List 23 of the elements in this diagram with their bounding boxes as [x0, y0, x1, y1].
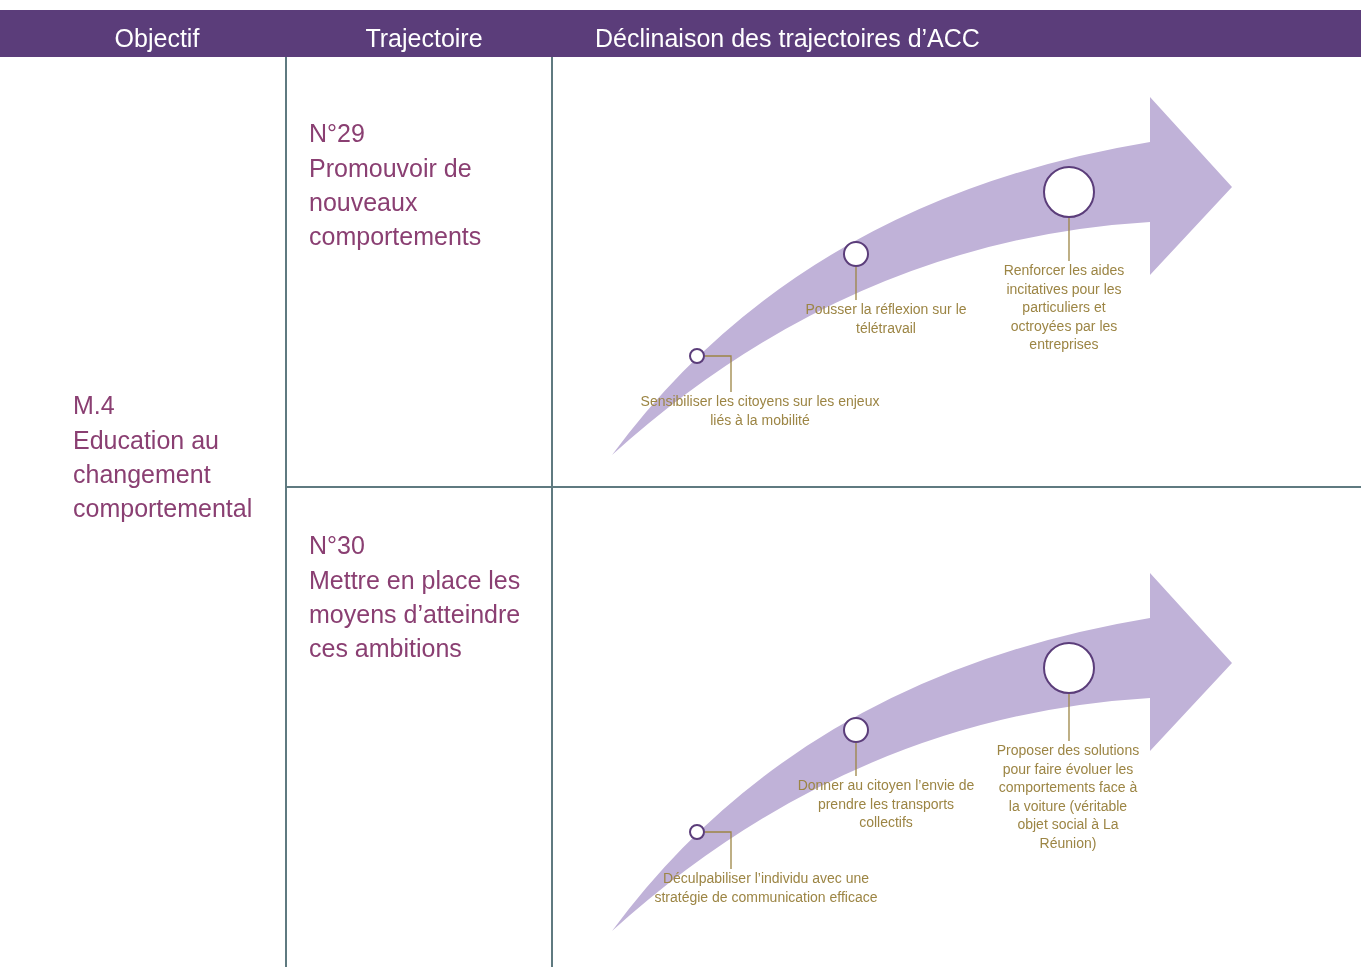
leader-line [704, 831, 732, 870]
column-header: Trajectoire [365, 23, 483, 53]
leader-line [704, 355, 732, 393]
milestone-text: Sensibiliser les citoyens sur les enjeux liés à la mobilité [640, 392, 880, 429]
milestone-text: Proposer des solutions pour faire évoluer les comportements face à la voiture (véritable objet social à La Réunion) [993, 741, 1143, 852]
leader-line [1068, 693, 1070, 742]
column-header: Objectif [114, 23, 200, 53]
column-header: Déclinaison des trajectoires d’ACC [595, 23, 980, 53]
table-cell-text: Promouvoir de nouveaux comportements [309, 153, 483, 252]
table-cell-text: Mettre en place les moyens d’atteindre ces ambitions [309, 565, 522, 664]
milestone-text: Déculpabiliser l’individu avec une stratégie de communication efficace [646, 869, 886, 906]
milestone-text: Renforcer les aides incitatives pour les particuliers et octroyées par les entreprises [994, 261, 1134, 354]
leader-line [855, 266, 857, 301]
table-cell-text: N°29 [309, 118, 365, 149]
table-cell-text: M.4 [73, 390, 115, 421]
leader-line [855, 742, 857, 777]
table-cell-text: N°30 [309, 530, 365, 561]
milestone-circle [689, 348, 705, 364]
milestone-circle [689, 824, 705, 840]
leader-line [1068, 217, 1070, 262]
table-cell-text: Education au changement comportemental [73, 425, 254, 524]
milestone-text: Pousser la réflexion sur le télétravail [791, 300, 981, 337]
milestone-text: Donner au citoyen l’envie de prendre les transports collectifs [791, 776, 981, 832]
